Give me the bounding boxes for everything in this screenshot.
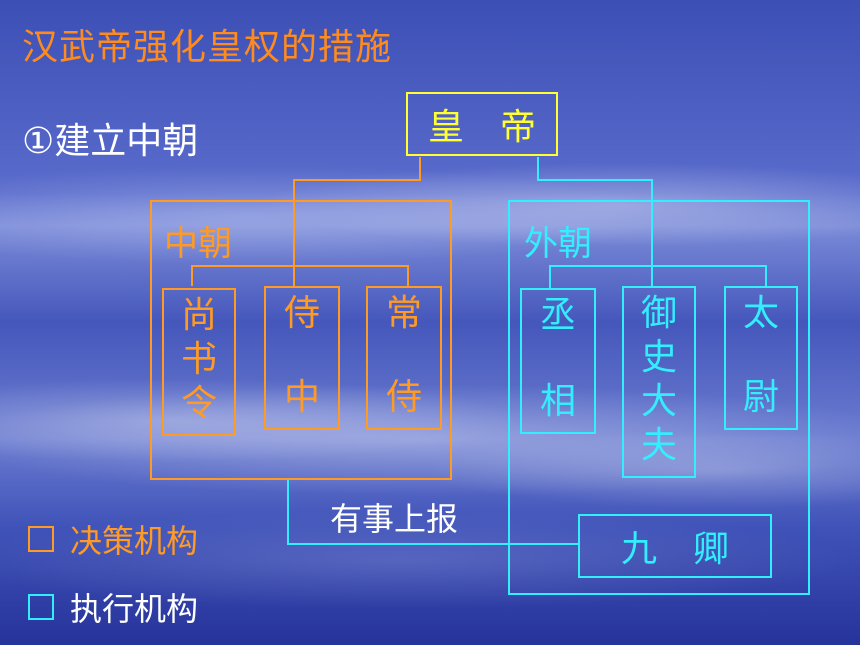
office-shangshuling: 尚 书 令 [162,288,236,436]
legend-square-icon [28,594,54,620]
connector-outer-offices [549,265,767,288]
inner-court-label: 中朝 [164,224,232,264]
office-shizhong: 侍 中 [264,286,340,430]
section-subtitle: ①建立中朝 [22,121,199,162]
office-char: 令 [180,383,217,424]
legend-label: 执行机构 [70,590,199,628]
legend-item-execution: 执行机构 [28,584,198,630]
connector-inner-offices [191,265,409,286]
office-char: 御 [640,293,677,334]
office-char: 常 [385,293,422,334]
office-char: 尉 [742,377,779,418]
nine-ministers-label: 九 卿 [620,529,729,570]
office-char: 夫 [640,425,677,466]
office-changshi: 常 侍 [366,286,442,430]
connector-emperor-outer [537,157,653,286]
office-char: 书 [180,339,217,380]
emperor-label: 皇 帝 [427,107,536,148]
page-title: 汉武帝强化皇权的措施 [22,27,393,68]
legend-label: 决策机构 [70,522,199,560]
emperor-box: 皇 帝 [406,92,558,156]
office-yushidafu: 御 史 大 夫 [622,286,696,478]
office-char: 尚 [180,295,217,336]
office-char: 太 [742,293,779,334]
office-taiwei: 太 尉 [724,286,798,430]
office-char: 相 [539,381,576,422]
office-char: 丞 [539,295,576,336]
office-char: 侍 [385,377,422,418]
nine-ministers-box: 九 卿 [578,514,772,578]
outer-court-group [508,200,810,595]
connector-report-line [287,480,578,545]
office-char: 大 [640,381,677,422]
legend-item-decision: 决策机构 [28,516,198,562]
office-char: 史 [640,337,677,378]
inner-court-group [150,200,452,480]
office-char: 侍 [283,293,320,334]
outer-court-label: 外朝 [524,224,592,264]
legend-square-icon [28,526,54,552]
office-char: 中 [283,377,320,418]
connector-emperor-inner [293,157,421,286]
report-label: 有事上报 [330,500,459,538]
office-chengxiang: 丞 相 [520,288,596,434]
